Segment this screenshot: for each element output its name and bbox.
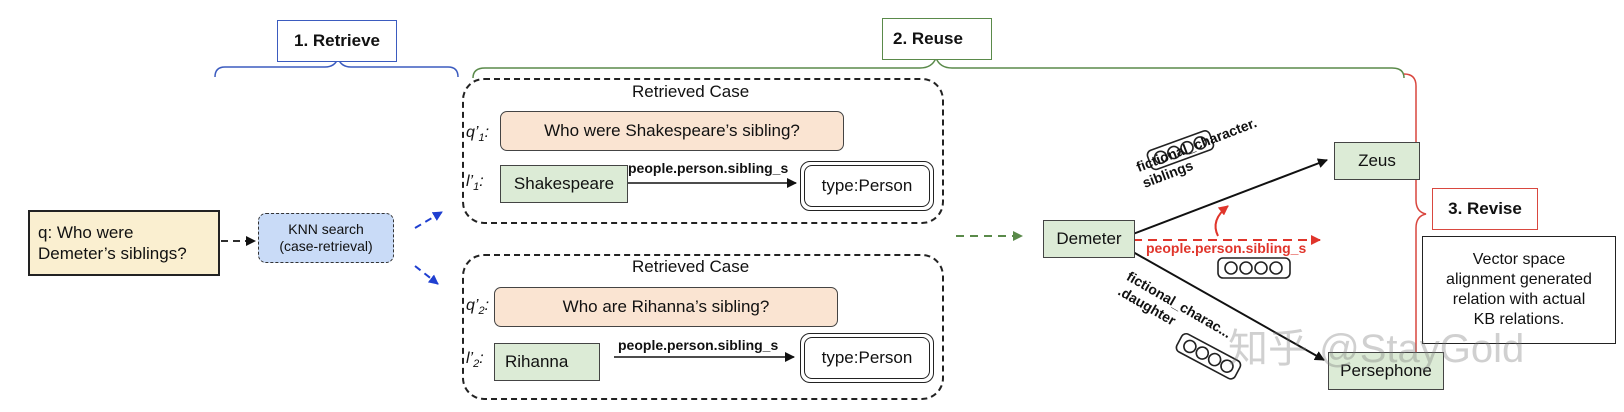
revise-line2: alignment generated [1446, 271, 1592, 288]
revise-line4: KB relations. [1473, 311, 1565, 328]
query-line2: Demeter’s siblings? [38, 244, 187, 263]
node-persephone: Persephone [1328, 352, 1444, 390]
case1-q-label: q’1: [466, 124, 490, 145]
reuse-brace [472, 55, 1405, 79]
knn-line2: (case-retrieval) [279, 238, 373, 254]
case2-relation-label: people.person.sibling_s [618, 337, 779, 353]
revise-curve-arrow [1214, 205, 1229, 237]
case1-type: type:Person [800, 161, 934, 211]
case2-question: Who are Rihanna’s sibling? [494, 287, 838, 327]
stage-revise-label: 3. Revise [1432, 188, 1538, 230]
case2-type: type:Person [800, 333, 934, 383]
stage-revise-text: 3. Revise [1448, 199, 1522, 218]
revise-line3: relation with actual [1452, 291, 1586, 308]
edge-generated-label: people.person.sibling_s [1146, 240, 1307, 256]
stage-reuse-text: 2. Reuse [893, 29, 963, 48]
edge-demeter-persephone [1132, 251, 1325, 361]
edge-demeter-zeus [1132, 158, 1328, 235]
vector-middle [1217, 257, 1291, 279]
knn-to-case1-arrow [414, 211, 443, 229]
stage-retrieve-text: 1. Retrieve [294, 31, 380, 50]
watermark: 知乎 @StayGold [1228, 327, 1525, 371]
node-demeter: Demeter [1043, 220, 1135, 258]
case2-title: Retrieved Case [632, 257, 750, 276]
case1-l-label: l’1: [466, 173, 484, 194]
case1-entity: Shakespeare [500, 165, 628, 203]
vector-top [1146, 130, 1215, 171]
query-box: q: Who were Demeter’s siblings? [28, 210, 220, 276]
retrieved-case-2 [462, 254, 944, 400]
case1-title: Retrieved Case [632, 82, 750, 101]
query-line1: q: Who were [38, 222, 134, 242]
revise-description: Vector space alignment generated relatio… [1422, 236, 1616, 344]
case1-question: Who were Shakespeare’s sibling? [500, 111, 844, 151]
case2-q-label: q’2: [466, 297, 490, 318]
case2-entity: Rihanna [494, 343, 600, 381]
knn-to-case2-arrow [414, 265, 439, 285]
stage-reuse-label: 2. Reuse [882, 18, 992, 60]
retrieved-case-1 [462, 78, 944, 224]
vector-bottom [1175, 332, 1242, 380]
case2-l-label: l’2: [466, 350, 484, 371]
stage-retrieve-label: 1. Retrieve [277, 20, 397, 62]
case1-relation-label: people.person.sibling_s [628, 160, 789, 176]
node-zeus: Zeus [1334, 142, 1420, 180]
knn-search-box: KNN search (case-retrieval) [258, 213, 394, 263]
knn-line1: KNN search [288, 220, 364, 237]
revise-line1: Vector space [1472, 251, 1566, 268]
